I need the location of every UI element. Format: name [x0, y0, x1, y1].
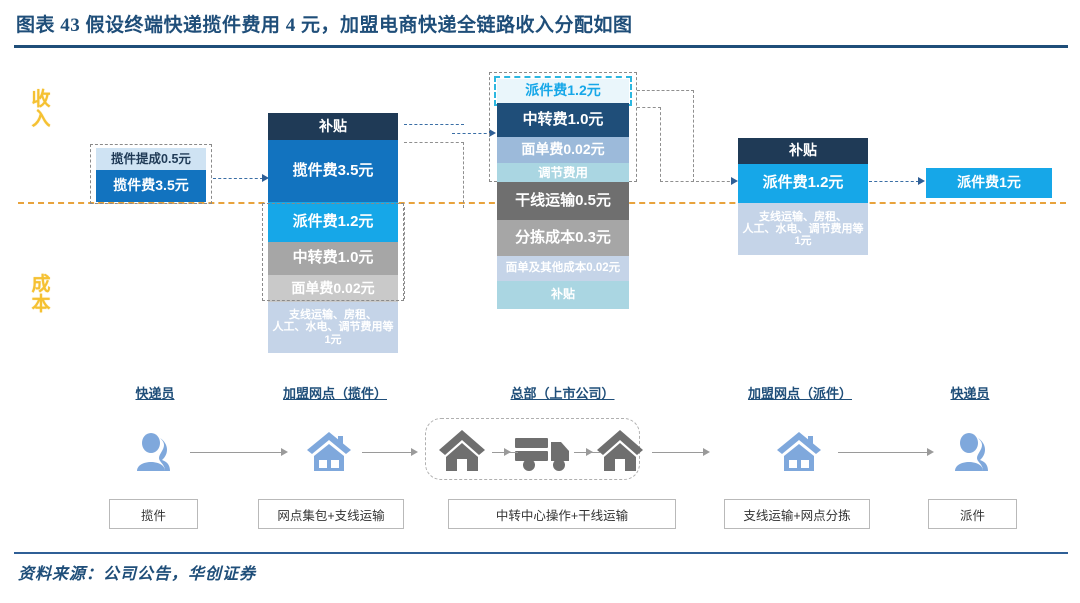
- column-franchise-pickup: 补贴 揽件费3.5元 派件费1.2元 中转费1.0元 面单费0.02元 支线运输…: [268, 113, 398, 353]
- segment-subsidy-4: 补贴: [738, 138, 868, 164]
- segment-other-cost-2: 支线运输、房租、 人工、水电、调节费用等 1元: [268, 302, 398, 353]
- segment-subsidy-3: 补贴: [497, 281, 629, 309]
- flow-caption-2: 中转中心操作+干线运输: [448, 499, 676, 529]
- flow-arrow-5-head: [703, 448, 710, 456]
- segment-zhongzhuan-fee-2: 中转费1.0元: [268, 242, 398, 275]
- segment-lanjian-fee: 揽件费3.5元: [96, 170, 206, 202]
- axis-label-revenue: 收入: [31, 89, 51, 130]
- segment-paijian-fee-3: 派件费1.2元: [497, 79, 629, 103]
- person-icon-delivery: [955, 433, 988, 471]
- house-icon-hq-out: [597, 430, 643, 471]
- col3-to-col4-vline-top: [693, 90, 694, 182]
- truck-icon-hq: [515, 438, 569, 471]
- segment-miandan-fee-3: 面单费0.02元: [497, 137, 629, 163]
- stage-label-0: 快递员: [135, 386, 175, 401]
- axis-label-cost: 成本: [31, 274, 51, 315]
- connector-col1-col2: [213, 178, 263, 179]
- source-note: 资料来源：公司公告，华创证券: [18, 566, 257, 583]
- segment-ganxian-cost-3: 干线运输0.5元: [497, 182, 629, 220]
- connector-col2-col3-top: [404, 124, 464, 125]
- connector-col2-col3-vert: [463, 124, 464, 125]
- column-franchise-delivery: 补贴 派件费1.2元 支线运输、房租、 人工、水电、调节费用等 1元: [738, 138, 868, 255]
- flow-caption-4: 派件: [928, 499, 1017, 529]
- flow-arrow-1-head: [281, 448, 288, 456]
- column-headquarters: 派件费1.2元 中转费1.0元 面单费0.02元 调节费用 干线运输0.5元 分…: [497, 79, 629, 309]
- segment-lanjian-ticheng: 揽件提成0.5元: [96, 148, 206, 170]
- connector-col4-col5-arrow: [918, 177, 925, 185]
- col2-cost-dash-frame: [262, 203, 404, 301]
- stage-label-2: 总部（上市公司）: [510, 386, 615, 401]
- col3-to-col4-hline-bot: [660, 181, 735, 182]
- flow-arrow-4-head: [586, 448, 593, 456]
- col3-to-col4-hline-top: [637, 90, 694, 91]
- col3-to-col4-vline-b: [660, 107, 661, 182]
- segment-fenjian-cost-3: 分拣成本0.3元: [497, 220, 629, 256]
- flow-arrow-5: [652, 452, 704, 453]
- col3-to-col4-hline-b2: [637, 107, 661, 108]
- column-courier-delivery: 派件费1元: [926, 168, 1052, 198]
- segment-subsidy-2: 补贴: [268, 113, 398, 140]
- footer-rule: [14, 552, 1068, 554]
- stage-label-3: 加盟网点（派件）: [747, 386, 852, 401]
- segment-paijian-fee-5: 派件费1元: [926, 168, 1052, 198]
- segment-paijian-fee-4: 派件费1.2元: [738, 164, 868, 203]
- person-icon-pickup: [137, 433, 170, 471]
- page-title: 图表 43 假设终端快递揽件费用 4 元，加盟电商快递全链路收入分配如图: [16, 15, 633, 36]
- col2-to-col3-hline-a: [404, 142, 464, 143]
- segment-miandan-fee-2: 面单费0.02元: [268, 275, 398, 302]
- connector-col4-col5: [869, 181, 919, 182]
- connector-col1-col2-arrow: [262, 174, 269, 182]
- flow-arrow-1: [190, 452, 282, 453]
- connector-col2-col3-mid: [452, 133, 492, 134]
- col1-dash-frame: [90, 144, 212, 204]
- segment-miandan-other-cost-3: 面单及其他成本0.02元: [497, 256, 629, 281]
- house-icon-hq-in: [439, 430, 485, 471]
- house-icon-delivery: [777, 432, 821, 471]
- house-icon-pickup: [307, 432, 351, 471]
- flow-arrow-2: [362, 452, 412, 453]
- segment-zhongzhuan-fee-3: 中转费1.0元: [497, 103, 629, 137]
- segment-other-cost-4: 支线运输、房租、 人工、水电、调节费用等 1元: [738, 203, 868, 255]
- segment-paijian-fee-2: 派件费1.2元: [268, 202, 398, 242]
- col2-to-col3-vline-a: [404, 207, 405, 299]
- segment-lanjian-fee-2: 揽件费3.5元: [268, 140, 398, 202]
- connector-col3-col4-arrow: [731, 177, 738, 185]
- segment-tiaojie-fee-3: 调节费用: [497, 163, 629, 182]
- flow-arrow-2-head: [411, 448, 418, 456]
- col2-to-col3-vline-b: [463, 142, 464, 208]
- column-courier-pickup: 揽件提成0.5元 揽件费3.5元: [96, 148, 206, 202]
- flow-caption-0: 揽件: [109, 499, 198, 529]
- stage-label-1: 加盟网点（揽件）: [282, 386, 387, 401]
- stage-label-4: 快递员: [950, 386, 990, 401]
- flow-arrow-6-head: [927, 448, 934, 456]
- flow-arrow-6: [838, 452, 928, 453]
- connector-col2-col3-arrow: [489, 129, 496, 137]
- flow-arrow-3-head: [504, 448, 511, 456]
- flow-caption-1: 网点集包+支线运输: [258, 499, 404, 529]
- flow-caption-3: 支线运输+网点分拣: [724, 499, 870, 529]
- header-rule: [14, 45, 1068, 48]
